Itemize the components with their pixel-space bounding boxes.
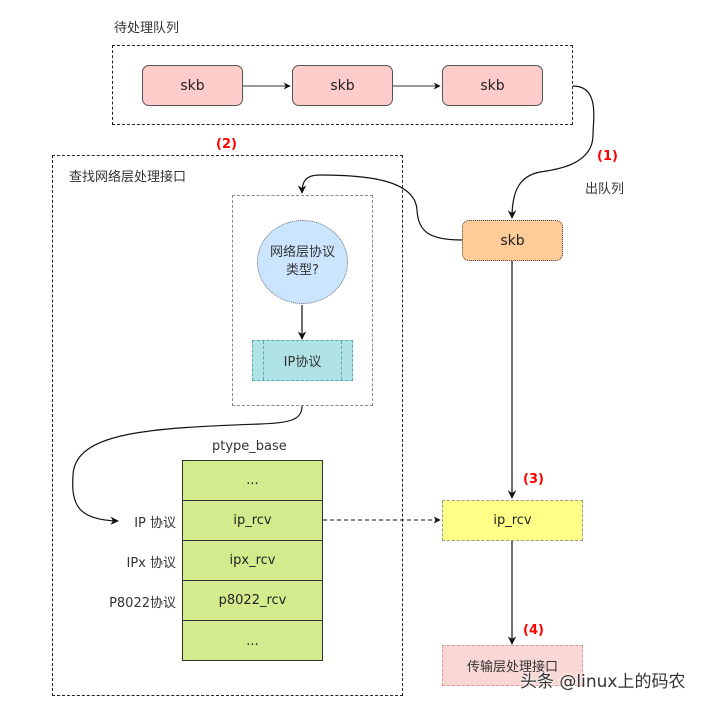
table-row-p8022[interactable]: p8022_rcv (183, 581, 322, 621)
decision-line-2: 类型? (286, 263, 319, 278)
protocol-type-decision[interactable]: 网络层协议 类型? (257, 220, 348, 304)
queue-container (112, 45, 573, 125)
decision-line-1: 网络层协议 (269, 245, 335, 260)
row-label-ip: IP 协议 (134, 516, 176, 531)
ip-protocol-label: IP协议 (283, 355, 322, 370)
ptype-base-title: ptype_base (212, 439, 287, 454)
lookup-to-table-arrow (72, 405, 303, 526)
step-4-label: (4) (523, 623, 544, 638)
row-label-ipx: IPx 协议 (126, 556, 177, 571)
queue-skb-2[interactable]: skb (292, 65, 393, 106)
skb-to-lookup-arrow (297, 174, 463, 241)
table-row-4[interactable]: ... (246, 633, 259, 649)
ip-rcv-handler[interactable]: ip_rcv (442, 500, 583, 541)
table-row-ip[interactable]: ip_rcv (183, 501, 322, 541)
protocol-dispatch-box (232, 195, 373, 406)
queue-skb-1[interactable]: skb (142, 65, 243, 106)
lookup-title: 查找网络层处理接口 (69, 170, 187, 185)
step-2-label: (2) (216, 137, 237, 152)
queue-skb-3[interactable]: skb (442, 65, 543, 106)
queue-title: 待处理队列 (114, 21, 180, 36)
watermark: 头条 @linux上的码农 (520, 672, 686, 692)
step-1-label: (1) (597, 149, 618, 164)
step-3-label: (3) (523, 472, 544, 487)
transport-layer-interface[interactable]: 传输层处理接口 (442, 645, 583, 686)
ip-protocol-process[interactable]: IP协议 (252, 340, 353, 381)
lookup-container (52, 155, 403, 696)
dequeue-label: 出队列 (585, 182, 625, 197)
dequeue-arrow (507, 85, 595, 219)
process-bar-right (341, 341, 342, 380)
row-label-p8022: P8022协议 (109, 596, 176, 611)
table-row-0[interactable]: ... (183, 461, 322, 501)
ptype-base-table: ... ip_rcv ipx_rcv p8022_rcv ... (182, 460, 323, 661)
dequeued-skb[interactable]: skb (462, 220, 563, 261)
process-bar-left (263, 341, 264, 380)
table-row-ipx[interactable]: ipx_rcv (183, 541, 322, 581)
